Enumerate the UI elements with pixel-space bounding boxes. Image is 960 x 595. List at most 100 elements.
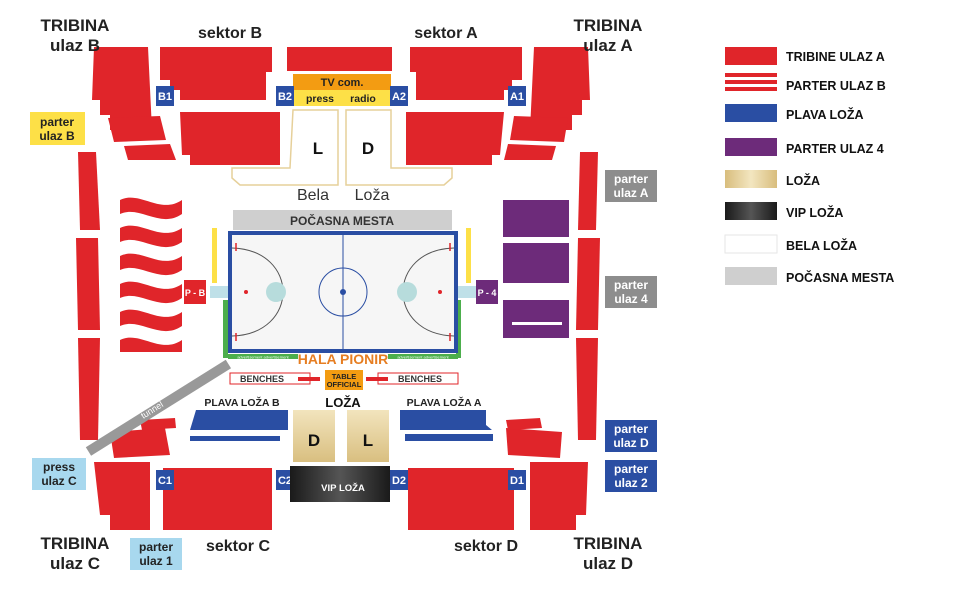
stand-a-inner-2[interactable] bbox=[504, 144, 556, 160]
loza-d[interactable]: D bbox=[293, 410, 335, 462]
loza-label: Loža bbox=[355, 187, 390, 204]
svg-text:B1: B1 bbox=[158, 91, 172, 103]
box-b1[interactable]: B1 bbox=[156, 86, 174, 106]
stand-top-left-corner[interactable] bbox=[92, 47, 152, 130]
ad-right-yellow bbox=[466, 228, 471, 283]
ad-bottom-left bbox=[228, 354, 298, 359]
entrance-parter-1[interactable]: parter ulaz 1 bbox=[130, 538, 182, 570]
p-b-connector bbox=[210, 286, 228, 298]
entrance-parter-a[interactable]: parter ulaz A bbox=[605, 170, 657, 202]
box-a2[interactable]: A2 bbox=[390, 86, 408, 106]
tv-com-box bbox=[293, 74, 391, 90]
bela-loza-d: D bbox=[362, 139, 374, 158]
svg-text:POČASNA MESTA: POČASNA MESTA bbox=[290, 213, 394, 228]
bela-loza-left[interactable] bbox=[231, 109, 339, 186]
venue-name: HALA PIONIR bbox=[298, 351, 388, 367]
stand-sector-c[interactable] bbox=[163, 468, 272, 530]
plava-loza-a[interactable] bbox=[400, 410, 493, 441]
box-d1[interactable]: D1 bbox=[508, 470, 526, 490]
loza-l[interactable]: L bbox=[347, 410, 389, 462]
svg-text:TABLE: TABLE bbox=[332, 372, 356, 381]
svg-text:A1: A1 bbox=[510, 91, 524, 103]
bela-loza-right[interactable] bbox=[345, 109, 453, 186]
svg-text:BENCHES: BENCHES bbox=[398, 374, 442, 384]
stand-sector-d[interactable] bbox=[408, 468, 514, 530]
box-c1[interactable]: C1 bbox=[156, 470, 174, 490]
entrance-parter-2[interactable]: parter ulaz 2 bbox=[605, 460, 657, 492]
stand-sector-a-lower[interactable] bbox=[406, 112, 504, 165]
box-p-b[interactable]: P - B bbox=[184, 280, 206, 304]
plava-loza-a-label: PLAVA LOŽA A bbox=[407, 396, 482, 409]
stand-b-inner-1[interactable] bbox=[108, 116, 166, 142]
stand-sector-a-upper[interactable] bbox=[410, 47, 522, 100]
stand-c-inner-2[interactable] bbox=[140, 418, 176, 430]
sector-d-title: sektor D bbox=[454, 538, 518, 555]
svg-text:VIP LOŽA: VIP LOŽA bbox=[786, 205, 843, 220]
stand-left-1[interactable] bbox=[78, 152, 100, 230]
svg-text:ulaz C: ulaz C bbox=[41, 474, 77, 488]
bench-right[interactable]: BENCHES bbox=[366, 372, 459, 385]
svg-text:TRIBINA: TRIBINA bbox=[574, 534, 643, 553]
press-label: press bbox=[306, 93, 334, 105]
svg-text:PLAVA LOŽA: PLAVA LOŽA bbox=[786, 107, 864, 122]
stand-bottom-left-corner[interactable] bbox=[94, 462, 150, 530]
stand-sector-b-lower[interactable] bbox=[180, 112, 280, 165]
ad-text-left: advertisement advertisement bbox=[237, 355, 289, 360]
svg-text:C1: C1 bbox=[158, 475, 172, 487]
legend-item-tribine-a: TRIBINE ULAZ A bbox=[725, 47, 885, 65]
stand-center-top[interactable] bbox=[287, 47, 392, 71]
stand-left-2[interactable] bbox=[76, 238, 100, 330]
svg-text:B2: B2 bbox=[278, 91, 292, 103]
stand-a-inner-1[interactable] bbox=[510, 116, 568, 142]
bench-left[interactable]: BENCHES bbox=[229, 372, 320, 385]
stand-b-inner-2[interactable] bbox=[124, 144, 176, 160]
legend-item-parter-4: PARTER ULAZ 4 bbox=[725, 138, 884, 156]
box-a1[interactable]: A1 bbox=[508, 86, 526, 106]
legend-item-parter-b: PARTER ULAZ B bbox=[725, 73, 886, 93]
table-official: TABLE OFFICIAL bbox=[325, 370, 363, 390]
entrance-parter-4[interactable]: parter ulaz 4 bbox=[605, 276, 657, 308]
svg-text:L: L bbox=[363, 431, 373, 450]
stand-d-inner[interactable] bbox=[506, 428, 562, 458]
stand-bottom-right-corner[interactable] bbox=[530, 462, 588, 530]
stand-top-right-corner[interactable] bbox=[530, 47, 590, 130]
svg-text:ulaz 4: ulaz 4 bbox=[614, 292, 648, 306]
entrance-press-c[interactable]: press ulaz C bbox=[32, 458, 86, 490]
svg-text:parter: parter bbox=[614, 462, 648, 476]
stand-c-inner[interactable] bbox=[110, 428, 170, 458]
stand-right-3[interactable] bbox=[576, 338, 598, 440]
parter-4-zone[interactable] bbox=[503, 200, 569, 338]
box-p-4[interactable]: P - 4 bbox=[476, 280, 498, 304]
svg-text:ulaz 1: ulaz 1 bbox=[139, 554, 173, 568]
svg-text:ulaz B: ulaz B bbox=[39, 129, 75, 143]
stand-sector-b-upper[interactable] bbox=[160, 47, 272, 100]
svg-text:VIP LOŽA: VIP LOŽA bbox=[321, 482, 365, 494]
plava-loza-b[interactable] bbox=[190, 410, 288, 441]
entrance-parter-b[interactable]: parter ulaz B bbox=[30, 112, 85, 145]
tribina-d-title: TRIBINA ulaz D bbox=[574, 534, 643, 573]
box-c2[interactable]: C2 bbox=[276, 470, 294, 490]
stand-right-1[interactable] bbox=[578, 152, 598, 230]
svg-text:P - B: P - B bbox=[185, 288, 206, 298]
svg-text:ulaz D: ulaz D bbox=[583, 554, 633, 573]
legend-item-pocasna-mesta: POČASNA MESTA bbox=[725, 267, 894, 285]
ad-left-green bbox=[223, 300, 228, 358]
stand-right-2[interactable] bbox=[576, 238, 600, 330]
svg-text:ulaz A: ulaz A bbox=[614, 186, 649, 200]
parter-b-zone[interactable] bbox=[120, 193, 182, 353]
svg-text:TRIBINA: TRIBINA bbox=[574, 16, 643, 35]
box-b2[interactable]: B2 bbox=[276, 86, 294, 106]
vip-loza[interactable]: VIP LOŽA bbox=[290, 466, 390, 502]
honor-seats[interactable]: POČASNA MESTA bbox=[233, 210, 452, 230]
box-d2[interactable]: D2 bbox=[390, 470, 408, 490]
svg-text:OFFICIAL: OFFICIAL bbox=[327, 380, 362, 389]
svg-text:ulaz C: ulaz C bbox=[50, 554, 100, 573]
stand-left-3[interactable] bbox=[78, 338, 100, 440]
svg-text:P - 4: P - 4 bbox=[478, 288, 497, 298]
svg-text:ulaz B: ulaz B bbox=[50, 36, 100, 55]
svg-text:ulaz 2: ulaz 2 bbox=[614, 476, 648, 490]
entrance-parter-d[interactable]: parter ulaz D bbox=[605, 420, 657, 452]
stand-d-inner-2[interactable] bbox=[506, 418, 542, 430]
ad-right-green bbox=[456, 300, 461, 358]
